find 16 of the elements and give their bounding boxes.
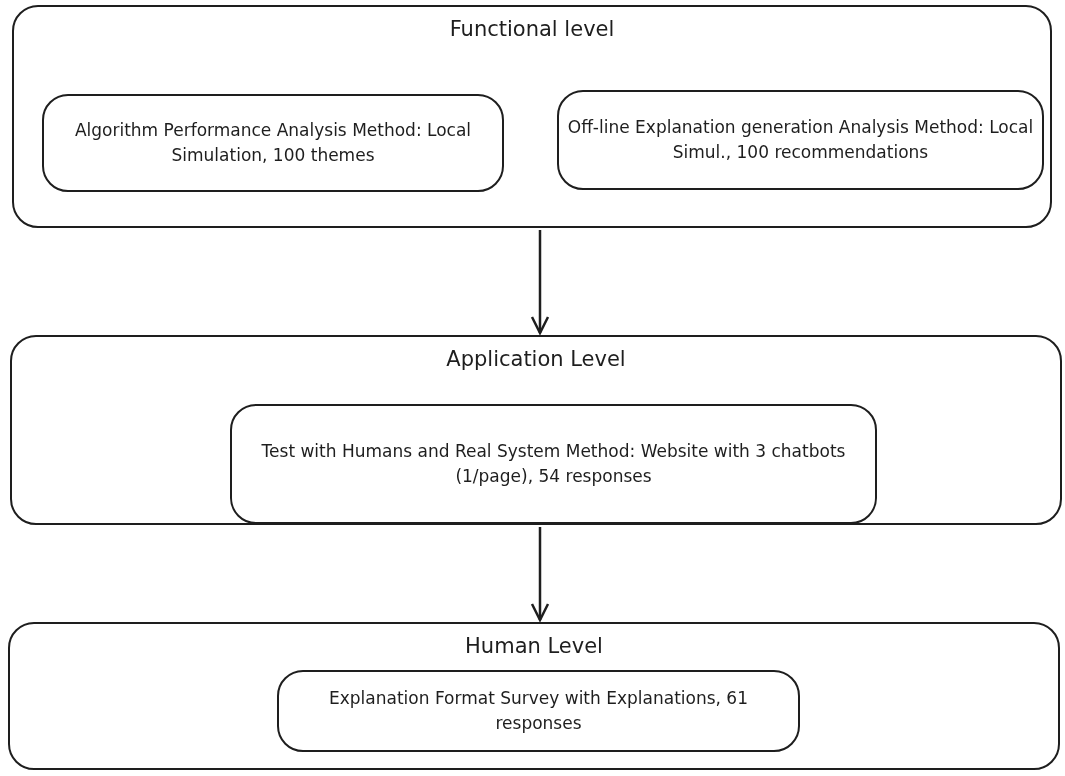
process-box: [277, 670, 800, 752]
box-text: Explanation Format Survey with Explanations, 61 responses: [328, 687, 749, 735]
process-box: [230, 404, 877, 524]
arrow: [530, 230, 550, 335]
process-box: [557, 90, 1044, 190]
box-text: Test with Humans and Real System Method: Website with 3 chatbots (1/page), 54 responses: [260, 440, 847, 488]
level-panel: [8, 622, 1060, 770]
arrow: [530, 527, 550, 622]
level-title: Application Level: [445, 347, 627, 371]
box-text: Algorithm Performance Analysis Method: Local Simulation, 100 themes: [73, 119, 473, 167]
process-box: [42, 94, 504, 192]
level-title: Human Level: [464, 634, 604, 658]
level-panel: [10, 335, 1062, 525]
level-panel: [12, 5, 1052, 228]
box-text: Off-line Explanation generation Analysis Method: Local Simul., 100 recommendations: [567, 116, 1034, 164]
level-title: Functional level: [448, 17, 616, 41]
